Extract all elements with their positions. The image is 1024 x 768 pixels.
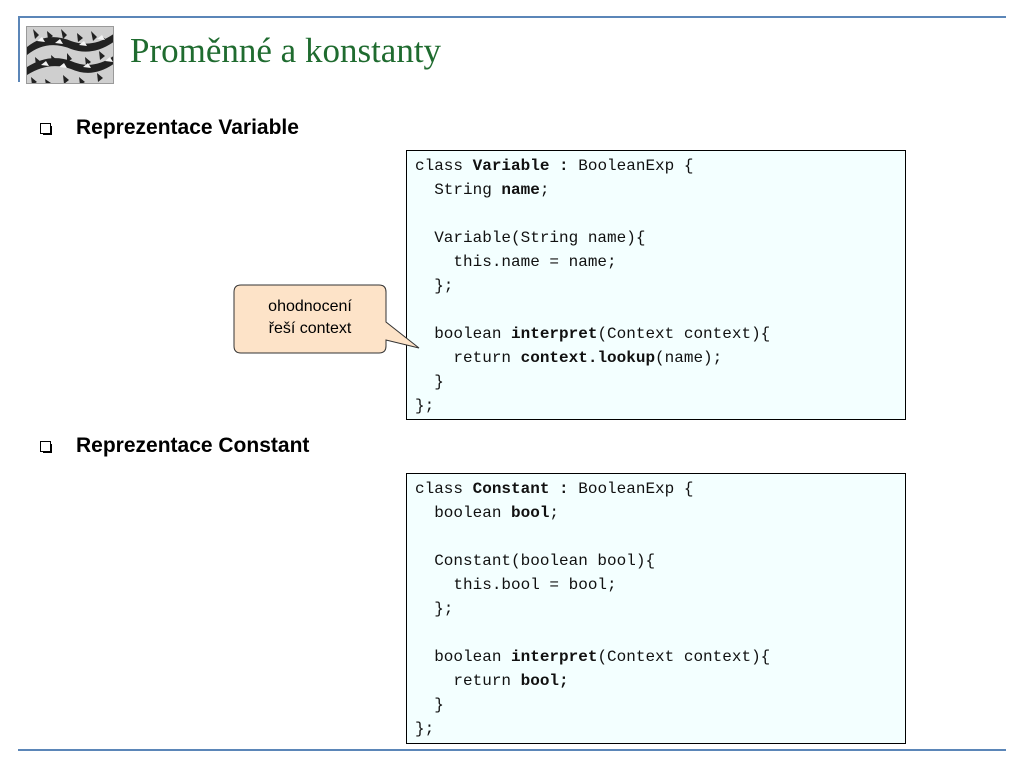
code-line: } xyxy=(415,370,905,394)
code-token: context.lookup xyxy=(520,349,656,367)
code-line: return context.lookup(name); xyxy=(415,346,905,370)
callout-line-1: ohodnocení xyxy=(268,298,352,315)
code-line: this.name = name; xyxy=(415,250,905,274)
code-token: class xyxy=(415,157,473,175)
code-line: }; xyxy=(415,717,905,741)
checkbox-bullet-icon xyxy=(40,122,52,135)
code-token: return xyxy=(415,349,521,367)
code-line: return bool; xyxy=(415,669,905,693)
code-token: } xyxy=(415,373,444,391)
code-line xyxy=(415,202,905,226)
code-line: class Constant : BooleanExp { xyxy=(415,477,905,501)
code-token: Variable(String name){ xyxy=(415,229,646,247)
code-token: name xyxy=(501,181,540,199)
code-line: }; xyxy=(415,394,905,418)
code-token: }; xyxy=(415,600,454,618)
code-line: boolean bool; xyxy=(415,501,905,525)
code-token: }; xyxy=(415,397,435,415)
code-token: Constant(boolean bool){ xyxy=(415,552,656,570)
code-line: Variable(String name){ xyxy=(415,226,905,250)
code-token: this.bool = bool; xyxy=(415,576,617,594)
logo-image xyxy=(26,26,114,84)
header-rule-top xyxy=(18,16,1006,18)
code-token: Variable xyxy=(472,157,550,175)
code-token: boolean xyxy=(415,325,512,343)
tessellation-logo-icon xyxy=(27,27,113,83)
code-token: Constant xyxy=(472,480,550,498)
code-block-constant: class Constant : BooleanExp { boolean bo… xyxy=(406,473,906,744)
code-token: BooleanExp { xyxy=(578,157,694,175)
code-line: this.bool = bool; xyxy=(415,573,905,597)
checkbox-bullet-icon xyxy=(40,440,52,453)
code-token: : xyxy=(549,480,579,498)
code-token: bool; xyxy=(520,672,569,690)
code-token: (Context context){ xyxy=(597,325,771,343)
code-line: }; xyxy=(415,597,905,621)
code-token: interpret xyxy=(511,648,598,666)
code-line: boolean interpret(Context context){ xyxy=(415,645,905,669)
callout-shape xyxy=(233,284,420,354)
bullet-text: Reprezentace Constant xyxy=(76,434,310,457)
bullet-item-constant: Reprezentace Constant xyxy=(40,434,309,458)
code-line: boolean interpret(Context context){ xyxy=(415,322,905,346)
code-token: }; xyxy=(415,720,435,738)
bullet-text: Reprezentace Variable xyxy=(76,116,299,139)
callout-bubble: ohodnocení řeší context xyxy=(233,284,423,356)
code-line xyxy=(415,298,905,322)
code-line: } xyxy=(415,693,905,717)
code-token: boolean xyxy=(415,648,512,666)
code-token: this.name = name; xyxy=(415,253,617,271)
callout-line-2: řeší context xyxy=(268,320,352,337)
code-token: }; xyxy=(415,277,454,295)
code-token: ; xyxy=(539,181,550,199)
callout-text: ohodnocení řeší context xyxy=(233,296,387,340)
footer-rule xyxy=(18,749,1006,751)
header-rule-left xyxy=(18,16,20,82)
code-token: String xyxy=(415,181,502,199)
code-token: } xyxy=(415,696,444,714)
code-token: boolean xyxy=(415,504,512,522)
code-line: String name; xyxy=(415,178,905,202)
code-block-variable: class Variable : BooleanExp { String nam… xyxy=(406,150,906,420)
code-token: bool xyxy=(511,504,550,522)
code-token: BooleanExp { xyxy=(578,480,694,498)
code-token: : xyxy=(549,157,579,175)
code-line xyxy=(415,621,905,645)
slide-title: Proměnné a konstanty xyxy=(130,31,442,70)
code-line xyxy=(415,525,905,549)
code-line: class Variable : BooleanExp { xyxy=(415,154,905,178)
code-line: }; xyxy=(415,274,905,298)
code-token: interpret xyxy=(511,325,598,343)
code-token: return xyxy=(415,672,521,690)
code-token: (name); xyxy=(655,349,723,367)
code-token: class xyxy=(415,480,473,498)
code-line: Constant(boolean bool){ xyxy=(415,549,905,573)
code-token: (Context context){ xyxy=(597,648,771,666)
code-token: ; xyxy=(549,504,560,522)
bullet-item-variable: Reprezentace Variable xyxy=(40,116,299,140)
